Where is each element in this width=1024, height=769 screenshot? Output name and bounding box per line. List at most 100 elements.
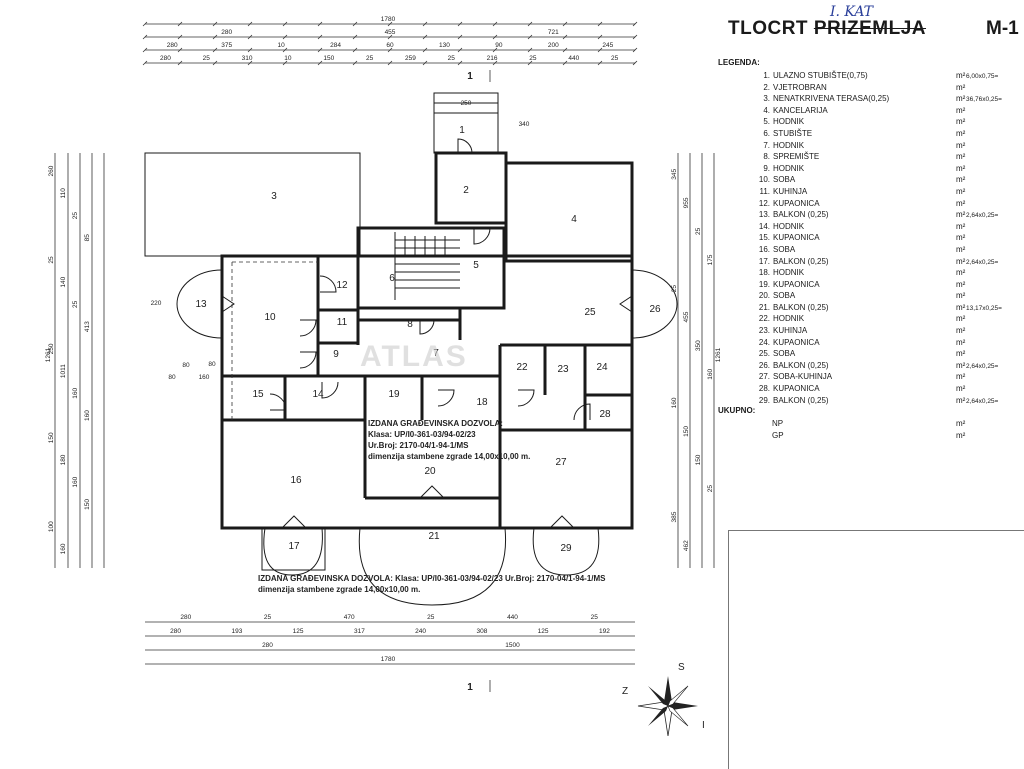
legend-label: 24.KUPAONICA	[758, 337, 820, 347]
legend-label: 12.KUPAONICA	[758, 198, 820, 208]
dimension-label: 10	[284, 55, 292, 62]
watermark: ATLAS	[360, 340, 468, 373]
compass-w: Z	[622, 686, 628, 697]
dimension-label: 250	[461, 100, 472, 107]
dimension-label: 375	[221, 42, 232, 49]
dimension-label: 280	[167, 42, 178, 49]
legend-label: 13.BALKON (0,25)	[758, 210, 829, 220]
sheet-code: M-1	[986, 18, 1019, 39]
room-label: 2	[463, 185, 469, 196]
walls	[144, 92, 678, 606]
permit-line: IZDANA GRAĐEVINSKA DOZVOLA: Klasa: UP/I0…	[258, 573, 678, 595]
room-label: 18	[476, 397, 488, 408]
section-marker-bottom: 1	[467, 682, 473, 693]
dimension-label: 25	[611, 55, 619, 62]
room-label: 12	[336, 280, 348, 291]
legend-unit: m²	[956, 221, 966, 231]
legend-unit: m²	[956, 326, 966, 336]
dimension-label: 160	[671, 397, 678, 408]
compass-rose-icon: S Z I	[622, 662, 705, 737]
room-label: 23	[557, 364, 569, 375]
legend-label: 19.KUPAONICA	[758, 279, 820, 289]
legend-label: 25.SOBA	[758, 349, 796, 359]
legend-unit: m²	[956, 256, 966, 266]
dimension-label: 280	[170, 628, 181, 635]
dimension-label: 340	[519, 121, 530, 128]
page-title: TLOCRT PRIZEMLJA	[728, 18, 926, 40]
dimension-label: 90	[495, 42, 503, 49]
room-label: 20	[424, 466, 436, 477]
room-label: 9	[333, 349, 339, 360]
dimension-label: 25	[366, 55, 374, 62]
dimension-label: 240	[415, 628, 426, 635]
dimension-total: 1261	[45, 347, 52, 362]
legend-label: 28.KUPAONICA	[758, 384, 820, 394]
title-prefix: TLOCRT	[728, 18, 814, 39]
dimension-label: 160	[60, 543, 67, 554]
room-label: 21	[428, 531, 440, 542]
legend-unit: m²	[956, 105, 966, 115]
title-struck: PRIZEMLJA	[813, 18, 927, 39]
legend-label: 21.BALKON (0,25)	[758, 302, 829, 312]
dimension-label: 25	[427, 614, 435, 621]
room-label: 19	[388, 389, 400, 400]
legend-unit: m²	[956, 140, 966, 150]
dimension-label: 280	[180, 614, 191, 621]
dimension-label: 345	[671, 168, 678, 179]
legend-label: 22.HODNIK	[758, 314, 805, 324]
dimension-label: 150	[48, 432, 55, 443]
legend-label: 5.HODNIK	[763, 117, 805, 127]
dimension-label: 955	[683, 197, 690, 208]
legend-label: 27.SOBA-KUHINJA	[758, 372, 833, 382]
legend-label: 14.HODNIK	[758, 221, 805, 231]
dimension-label: 150	[323, 55, 334, 62]
legend-value: 2,64x0,25=	[966, 362, 999, 370]
dimension-label: 160	[707, 368, 714, 379]
dimension-label: 25	[48, 256, 55, 264]
section-marker-top: 1	[467, 71, 473, 82]
compass-n: S	[678, 662, 685, 673]
dimension-label: 25	[264, 614, 272, 621]
left-dimension-lines	[54, 153, 105, 568]
dimension-label: 385	[671, 511, 678, 522]
legend-unit: m²	[956, 175, 966, 185]
dimension-label: 25	[448, 55, 456, 62]
dimension-label: 25	[695, 227, 702, 235]
room-label: 1	[459, 125, 465, 136]
dimension-label: 160	[72, 476, 79, 487]
legend-unit: m²	[956, 233, 966, 243]
dimension-label: 110	[60, 188, 67, 199]
compass-e: I	[702, 720, 705, 731]
legend-unit: m²	[956, 71, 966, 80]
room-label: 5	[473, 260, 479, 271]
room-label: 4	[571, 214, 577, 225]
dimension-label: 25	[591, 614, 599, 621]
dimension-label: 250	[48, 343, 55, 354]
legend-label: 18.HODNIK	[758, 268, 805, 278]
legend-heading: LEGENDA:	[718, 58, 760, 67]
dimension-label: 80	[168, 374, 176, 381]
dimension-label: 125	[538, 628, 549, 635]
dimension-label: 100	[48, 521, 55, 532]
dimension-label: 317	[354, 628, 365, 635]
dimension-label: 85	[84, 234, 91, 242]
legend-label: 3.NENATKRIVENA TERASA(0,25)	[763, 94, 890, 104]
dimension-label: 175	[707, 254, 714, 265]
dimension-label: 80	[182, 362, 190, 369]
totals-heading: UKUPNO:	[718, 406, 756, 415]
dimension-label: 455	[385, 29, 396, 36]
